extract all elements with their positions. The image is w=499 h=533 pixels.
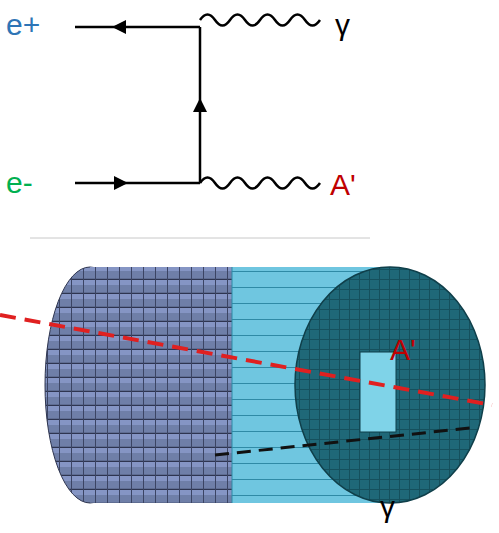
electron-label: e- <box>6 166 33 199</box>
positron-label: e+ <box>6 8 40 41</box>
dark-photon-wave <box>200 178 320 189</box>
track-label: A' <box>390 333 416 366</box>
photon-track <box>215 428 470 455</box>
dark-photon-label: A' <box>330 168 356 201</box>
photon-label: γ <box>335 8 350 41</box>
photon-wave <box>200 15 320 26</box>
positron-line <box>75 26 200 29</box>
electron-line <box>75 182 200 185</box>
arrowhead <box>193 98 207 112</box>
feynman-diagram <box>75 15 320 189</box>
dark-photon-track <box>0 315 492 405</box>
track-label: γ <box>380 490 395 523</box>
arrowhead <box>114 176 128 190</box>
calorimeter <box>45 267 485 503</box>
arrowhead <box>112 20 126 34</box>
separator <box>30 238 370 239</box>
